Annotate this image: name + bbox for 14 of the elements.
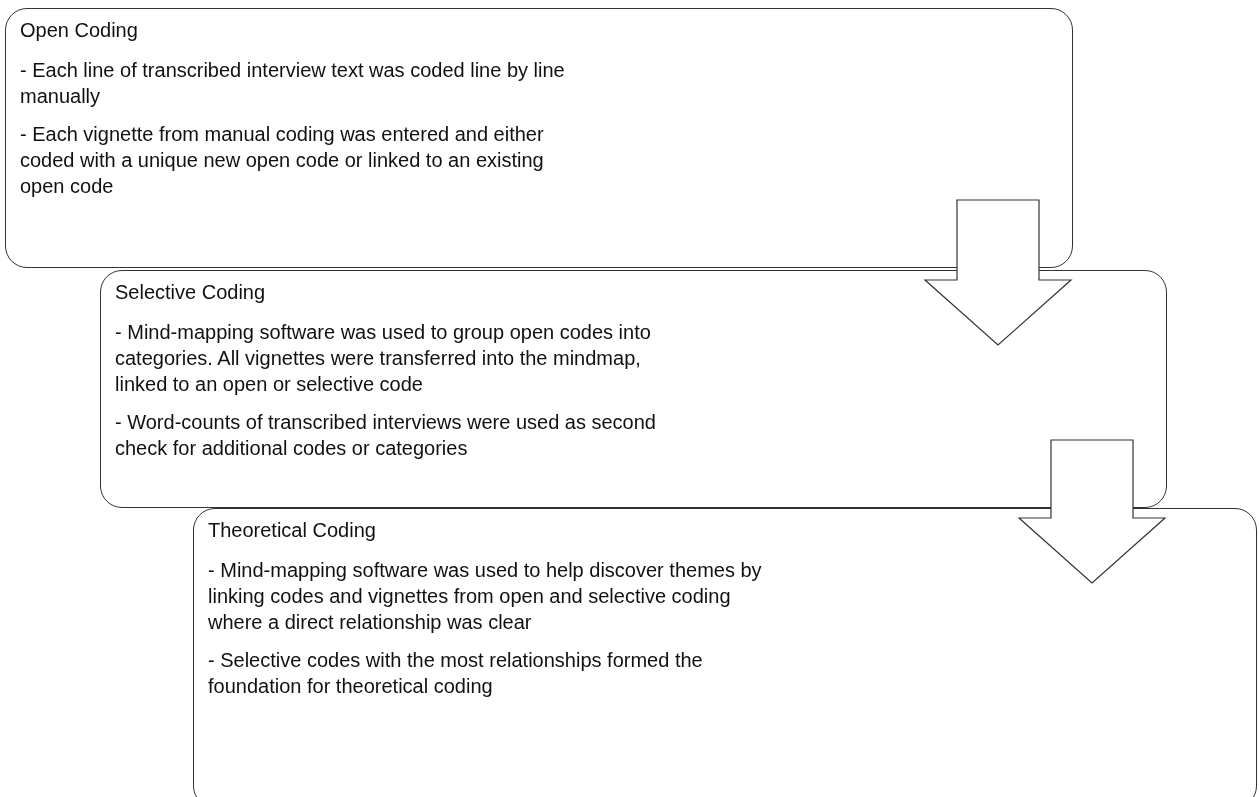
- step-description: - Each vignette from manual coding was entered and either coded with a unique new open code or linked to an existing open code: [20, 122, 545, 199]
- step-description: - Each line of transcribed interview text was coded line by line manually: [20, 58, 566, 109]
- step-description: - Word-counts of transcribed interviews were used as second check for additional codes or categories: [115, 410, 657, 461]
- step-description: - Mind-mapping software was used to help discover themes by linking codes and vignettes from open and selective coding where a direct relationship was clear: [208, 558, 763, 635]
- block-arrow: [923, 199, 1073, 346]
- step-description: - Mind-mapping software was used to group open codes into categories. All vignettes were transferred into the mindmap, linked to an open or selective code: [115, 320, 652, 397]
- process-box: [100, 270, 1167, 508]
- process-box: [5, 8, 1073, 268]
- step-heading: Selective Coding: [115, 280, 267, 305]
- step-heading: Theoretical Coding: [208, 518, 377, 543]
- process-box: [193, 508, 1257, 797]
- block-arrow: [1017, 439, 1167, 584]
- step-description: - Selective codes with the most relationships formed the foundation for theoretical coding: [208, 648, 704, 699]
- step-heading: Open Coding: [20, 18, 139, 43]
